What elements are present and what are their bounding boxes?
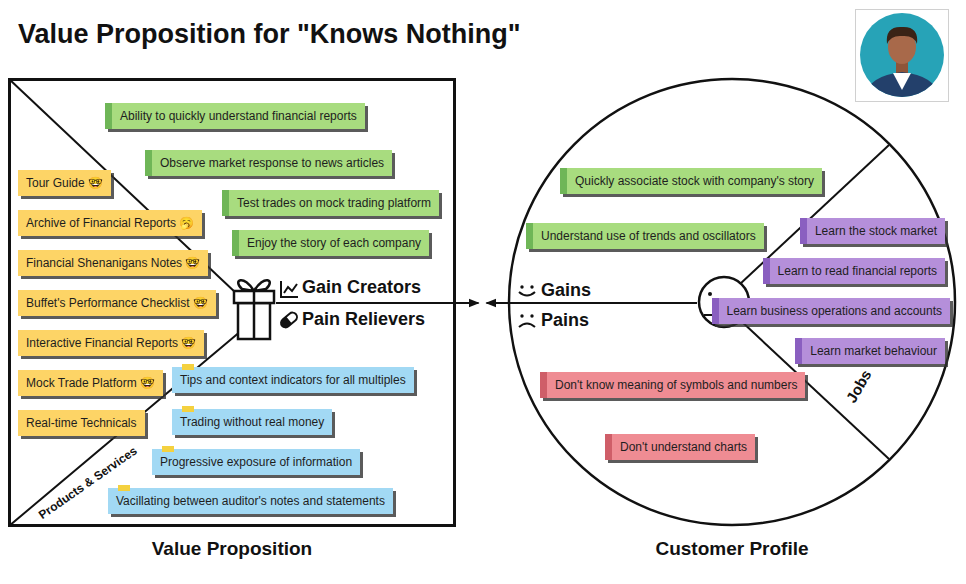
sticky-note: Financial Shenanigans Notes 🤓 bbox=[18, 250, 208, 276]
note-text: Archive of Financial Reports 🥱 bbox=[26, 216, 194, 230]
note-text: Learn the stock market bbox=[815, 224, 937, 238]
pill-shape bbox=[279, 311, 299, 329]
sticky-note: Learn to read financial reports bbox=[763, 258, 945, 284]
sticky-note: Interactive Financial Reports 🤓 bbox=[18, 330, 204, 356]
chart-axes bbox=[281, 281, 298, 297]
section-heading: Value Proposition bbox=[11, 538, 453, 560]
note-text: Learn market behaviour bbox=[810, 344, 937, 358]
label-holder: Jobs bbox=[842, 367, 875, 406]
sticky-note: Ability to quickly understand financial … bbox=[105, 103, 365, 129]
pill-half bbox=[279, 317, 292, 330]
note-text: Tour Guide 🤓 bbox=[26, 176, 103, 190]
sticky-note: Enjoy the story of each company bbox=[232, 230, 429, 256]
sticky-note: Mock Trade Platform 🤓 bbox=[18, 370, 163, 396]
label-holder: Pains bbox=[541, 310, 589, 330]
label-holder: Pain Relievers bbox=[302, 309, 425, 329]
avatar-hair bbox=[887, 27, 917, 44]
sticky-note: Observe market response to news articles bbox=[145, 150, 392, 176]
note-text: Don't understand charts bbox=[620, 440, 747, 454]
pill-icon bbox=[279, 311, 299, 329]
sticky-note: Test trades on mock trading platform bbox=[222, 190, 439, 216]
gift-icon bbox=[234, 280, 274, 339]
note-text: Financial Shenanigans Notes 🤓 bbox=[26, 256, 200, 270]
pains-frown bbox=[519, 314, 535, 327]
avatar-frame bbox=[856, 10, 949, 102]
arrow-shaft bbox=[276, 302, 456, 304]
sticky-note: Archive of Financial Reports 🥱 bbox=[18, 210, 202, 236]
jobs-label: Jobs bbox=[842, 367, 875, 406]
sticky-note: Learn business operations and accounts bbox=[712, 298, 950, 324]
connector-line bbox=[487, 302, 510, 304]
pin-tab bbox=[162, 446, 174, 452]
arrow-shaft bbox=[508, 302, 697, 304]
sticky-note: Real-time Technicals bbox=[18, 410, 145, 436]
sticky-note: Quickly associate stock with company's s… bbox=[560, 168, 822, 194]
avatar bbox=[856, 10, 949, 102]
label-holder: Gains bbox=[541, 280, 591, 300]
note-text: Learn business operations and accounts bbox=[727, 304, 942, 318]
note-text: Enjoy the story of each company bbox=[247, 236, 421, 250]
sticky-note: Progressive exposure of information bbox=[152, 449, 360, 475]
eye-dot bbox=[520, 285, 523, 288]
pain-relievers-heading: Pain Relievers bbox=[302, 309, 425, 329]
title-holder: Value Proposition for "Knows Nothing" bbox=[18, 18, 521, 50]
value-proposition-square: Value PropositionAbility to quickly unde… bbox=[8, 78, 456, 527]
sticky-note: Tour Guide 🤓 bbox=[18, 170, 111, 196]
avatar-person bbox=[864, 27, 940, 100]
note-text: Real-time Technicals bbox=[26, 416, 137, 430]
gift-ribbon bbox=[253, 291, 256, 339]
sticky-note: Buffet's Performance Checklist 🤓 bbox=[18, 290, 216, 316]
circle-outline-shape bbox=[509, 79, 955, 525]
pin-tab bbox=[182, 364, 194, 370]
eye-dot bbox=[520, 314, 523, 317]
sticky-note: Vacillating between auditor's notes and … bbox=[108, 488, 393, 514]
note-text: Progressive exposure of information bbox=[160, 455, 352, 469]
sticky-note: Don't know meaning of symbols and number… bbox=[540, 372, 805, 398]
gift-bow bbox=[254, 280, 270, 291]
pains-heading: Pains bbox=[541, 310, 589, 330]
gains-heading: Gains bbox=[541, 280, 591, 300]
note-text: Quickly associate stock with company's s… bbox=[575, 174, 814, 188]
face-eye bbox=[708, 292, 712, 296]
sticky-note: Don't understand charts bbox=[605, 434, 755, 460]
pin-tab bbox=[118, 485, 130, 491]
note-text: Test trades on mock trading platform bbox=[237, 196, 431, 210]
note-text: Buffet's Performance Checklist 🤓 bbox=[26, 296, 208, 310]
note-text: Learn to read financial reports bbox=[778, 264, 937, 278]
note-text: Observe market response to news articles bbox=[160, 156, 384, 170]
pin-tab bbox=[182, 406, 194, 412]
note-text: Ability to quickly understand financial … bbox=[120, 109, 357, 123]
gift-bow bbox=[238, 280, 254, 291]
section-heading: Customer Profile bbox=[507, 538, 957, 560]
chart-trend bbox=[284, 284, 297, 293]
chart-icon bbox=[281, 281, 298, 297]
sticky-note: Understand use of trends and oscillators bbox=[526, 223, 764, 249]
eye-dot bbox=[530, 314, 533, 317]
note-text: Tips and context indicators for all mult… bbox=[180, 373, 406, 387]
connector-line bbox=[456, 302, 479, 304]
eye-dot bbox=[530, 285, 533, 288]
avatar-suit bbox=[864, 72, 940, 100]
frown-curve bbox=[519, 324, 535, 328]
label-holder: Gain Creators bbox=[302, 277, 421, 297]
note-text: Understand use of trends and oscillators bbox=[541, 229, 756, 243]
connector-arrow bbox=[456, 303, 509, 304]
note-text: Trading without real money bbox=[180, 415, 324, 429]
note-text: Mock Trade Platform 🤓 bbox=[26, 376, 155, 390]
sticky-note: Learn the stock market bbox=[800, 218, 945, 244]
gains-smiley bbox=[519, 285, 535, 295]
avatar-shirt bbox=[893, 73, 911, 90]
page-title: Value Proposition for "Knows Nothing" bbox=[18, 18, 521, 50]
note-text: Vacillating between auditor's notes and … bbox=[116, 494, 385, 508]
note-text: Don't know meaning of symbols and number… bbox=[555, 378, 797, 392]
sticky-note: Tips and context indicators for all mult… bbox=[172, 367, 414, 393]
sticky-note: Trading without real money bbox=[172, 409, 332, 435]
customer-profile-circle: Customer ProfileQuickly associate stock … bbox=[507, 77, 957, 527]
note-text: Interactive Financial Reports 🤓 bbox=[26, 336, 196, 350]
smile-curve bbox=[519, 292, 535, 296]
gain-creators-heading: Gain Creators bbox=[302, 277, 421, 297]
sticky-note: Learn market behaviour bbox=[795, 338, 945, 364]
